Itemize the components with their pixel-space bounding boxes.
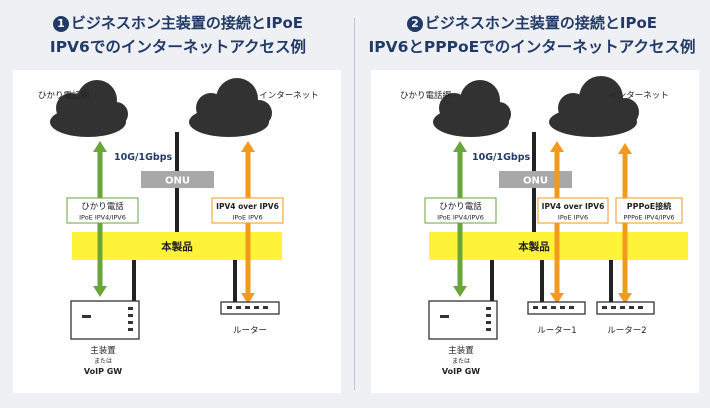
router2-label: ルーター2 [607, 326, 646, 336]
diagram-1-title-line2: IPV6でのインターネットアクセス例 [49, 38, 307, 56]
main-device-icon [70, 300, 140, 340]
hikari-phone-title: ひかり電話 [439, 201, 482, 212]
main-device-label: 主装置 [90, 345, 116, 356]
diagram-2-title-line2: IPV6とPPPoEでのインターネットアクセス例 [368, 38, 696, 56]
hikari-phone-box [424, 197, 497, 224]
panel-divider [354, 18, 355, 390]
pppoe-box [615, 197, 683, 224]
onu-box [499, 171, 572, 188]
cloud-icon [433, 80, 511, 137]
main-device-or: または [94, 358, 112, 365]
diagram-1: ひかり電話網 インターネット ONU 本製品 10G/1Gbps ひかり電話 I… [13, 70, 341, 393]
onu-label: ONU [165, 176, 190, 187]
ipv4-over-ipv6-box [537, 197, 609, 224]
diagram-2-title-line1: ビジネスホン主装置の接続とIPoE [424, 14, 658, 32]
onu-box [141, 171, 214, 188]
hikari-phone-sub: IPoE IPV4/IPV6 [79, 214, 126, 222]
diagram-2: ひかり電話網 インターネット ONU 本製品 10G/1Gbps ひかり電話 I… [371, 70, 699, 393]
hikari-network-label: ひかり電話網 [38, 90, 89, 101]
internet-label: インターネット [609, 91, 669, 101]
product-label: 本製品 [161, 240, 193, 253]
hikari-phone-title: ひかり電話 [81, 201, 124, 212]
cloud-icon [50, 80, 128, 137]
router1-label: ルーター1 [537, 326, 576, 336]
pppoe-title: PPPoE接続 [627, 201, 672, 211]
cloud-icon [549, 76, 639, 137]
internet-label: インターネット [259, 91, 319, 101]
hikari-network-label: ひかり電話網 [400, 90, 451, 101]
hikari-phone-sub: IPoE IPV4/IPV6 [437, 214, 484, 222]
router-icon [596, 301, 655, 315]
ipv4-over-ipv6-sub: IPoE IPV6 [558, 214, 588, 222]
ipv4-over-ipv6-title: IPV4 over IPV6 [216, 202, 279, 211]
cloud-icon [189, 78, 272, 137]
main-device-icon [428, 300, 498, 340]
hikari-phone-box [66, 197, 139, 224]
voip-gw-label: VoIP GW [442, 367, 480, 376]
ipv4-over-ipv6-title: IPV4 over IPV6 [542, 202, 605, 211]
ipv4-over-ipv6-sub: IPoE IPV6 [232, 214, 262, 222]
speed-label: 10G/1Gbps [114, 152, 172, 163]
main-device-or: または [452, 358, 470, 365]
router-icon [220, 301, 280, 315]
router-label: ルーター [233, 326, 267, 336]
voip-gw-label: VoIP GW [84, 367, 122, 376]
diagram-1-title-line1: ビジネスホン主装置の接続とIPoE [70, 14, 304, 32]
diagram-2-number: 2 [406, 16, 423, 32]
onu-label: ONU [523, 176, 548, 187]
diagram-1-number: 1 [52, 16, 69, 32]
ipv4-over-ipv6-box [211, 197, 284, 224]
pppoe-sub: PPPoE IPV4/IPV6 [623, 215, 674, 222]
main-device-label: 主装置 [448, 345, 474, 356]
speed-label: 10G/1Gbps [472, 152, 530, 163]
product-label: 本製品 [518, 240, 550, 253]
router-icon [527, 301, 586, 315]
